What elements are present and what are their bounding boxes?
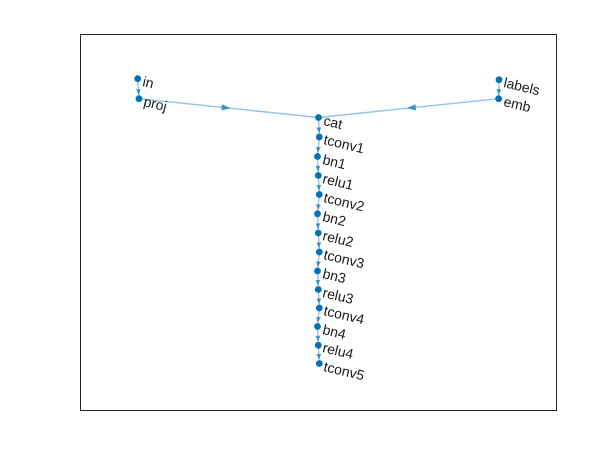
node-label-cat: cat	[321, 111, 344, 132]
axes-frame	[80, 34, 557, 411]
